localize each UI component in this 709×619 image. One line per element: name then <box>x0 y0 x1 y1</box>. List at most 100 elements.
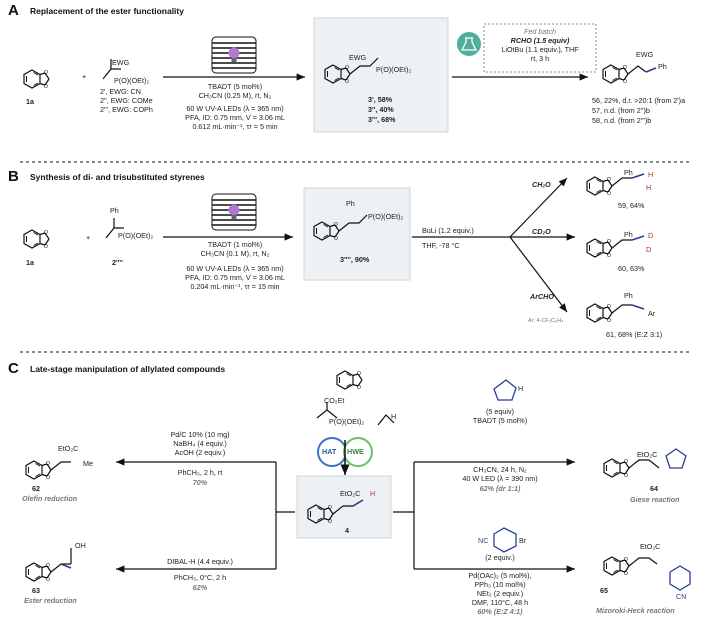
a-final-ph: Ph <box>658 62 667 71</box>
a-prod-yield-2: 3'', 40% <box>368 105 394 114</box>
benzodioxole-1a-a <box>23 69 50 91</box>
c-r65-cond1: Pd(OAc)₂ (5 mol%), <box>468 571 532 580</box>
b-base-cond: THF, -78 °C <box>422 241 460 250</box>
b-reagent-cd2o: CD₂O <box>532 227 551 236</box>
a-sm1-label: 1a <box>26 97 34 106</box>
c-r62-sub1: EtO₂C <box>58 444 79 453</box>
b-p61-label: 61, 68% (E:Z 3:1) <box>606 330 663 339</box>
b-plus: + <box>86 233 91 242</box>
c-r65-cond3: NEt₃ (2 equiv.) <box>476 589 524 598</box>
c-r65-type: Mizoroki-Heck reaction <box>596 606 675 615</box>
a-fed-reagent: RCHO (1.5 equiv) <box>510 36 570 45</box>
c-r65-nc: NC <box>478 536 489 545</box>
c-r63-label: 63 <box>32 586 40 595</box>
c-r62-line2: NaBH₄ (4 equiv.) <box>173 439 227 448</box>
c-r64-cond2: 40 W LED (λ = 390 nm) <box>462 474 538 483</box>
b-ar-def: Ar: 4-CF₃C₆H₄ <box>528 318 564 324</box>
c-r64-thf-h: H <box>518 384 524 393</box>
section-a-letter: A <box>8 2 19 19</box>
b-p59-ph: Ph <box>624 168 633 177</box>
b-vinyl-p: P(O)(OEt)₂ <box>118 231 154 240</box>
c-r65-sub1: EtO₂C <box>640 542 661 551</box>
c-r64-type: Giese reaction <box>630 495 680 504</box>
c-center-label: 4 <box>345 526 349 535</box>
a-prod-yield-3: 3''', 68% <box>368 115 396 124</box>
c-r62-sub2: Me <box>83 459 93 468</box>
b-p59-h2: H <box>646 183 652 192</box>
c-center-h: H <box>370 489 376 498</box>
c-r65-cn: CN <box>676 592 687 601</box>
c-r64-label: 64 <box>650 484 658 493</box>
b-cond-flow: 0.204 mL·min⁻¹, τr = 15 min <box>190 282 280 291</box>
b-cond-solvent: CH₃CN (0.1 M), rt, N₂ <box>200 249 270 258</box>
c-r65-br: Br <box>519 536 527 545</box>
c-r64-cond1: CH₃CN, 24 h, N₂ <box>473 465 527 474</box>
a-cond-led: 60 W UV-A LEDs (λ = 365 nm) <box>186 104 284 113</box>
b-p61-ph: Ph <box>624 291 633 300</box>
section-b-title: Synthesis of di- and trisubstituted styr… <box>30 172 205 182</box>
a-fed-base: LiOtBu (1.1 equiv.), THF <box>501 45 579 54</box>
a-ewg-3: 2''', EWG: COPh <box>100 105 153 114</box>
b-base: BuLi (1.2 equiv.) <box>422 226 474 235</box>
c-reagent-p: P(O)(OEt)₂ <box>329 417 365 426</box>
a-final-ewg: EWG <box>636 50 654 59</box>
c-r65-cond4: DMF, 110°C, 48 h <box>471 598 529 607</box>
section-c-title: Late-stage manipulation of allylated com… <box>30 364 226 374</box>
c-center-ester: EtO₂C <box>340 489 361 498</box>
c-r63-line1: DIBAL-H (4.4 equiv.) <box>167 557 233 566</box>
a-ewg-1: 2', EWG: CN <box>100 87 141 96</box>
a-cond-pfa: PFA, ID: 0.75 mm, V = 3.06 mL <box>185 113 285 122</box>
c-r65-label: 65 <box>600 586 608 595</box>
c-r62-line1: Pd/C 10% (10 mg) <box>170 430 230 439</box>
a-result-58: 58, n.d. (from 2''')b <box>592 116 652 125</box>
b-p59-label: 59, 64% <box>618 201 645 210</box>
a-cond-top: TBADT (5 mol%) <box>207 82 263 91</box>
a-prod-ewg: EWG <box>349 53 367 62</box>
c-r63-cond: PhCH₃, 0°C, 2 h <box>173 573 227 582</box>
section-c-letter: C <box>8 360 19 377</box>
c-r63-yield: 62% <box>192 583 208 592</box>
b-cond-led: 60 W UV-A LEDs (λ = 365 nm) <box>186 264 284 273</box>
b-cond-pfa: PFA, ID: 0.75 mm, V = 3.06 mL <box>185 273 285 282</box>
c-hat-badge: HAT <box>322 447 337 456</box>
c-r64-line1: (5 equiv) <box>486 407 514 416</box>
c-r62-type: Olefin reduction <box>22 494 78 503</box>
section-a-title: Replacement of the ester functionality <box>30 6 184 16</box>
b-p60-h1: D <box>648 231 654 240</box>
b-p60-h2: D <box>646 245 652 254</box>
a-fed-cond: rt, 3 h <box>530 54 550 63</box>
c-reagent-h: H <box>391 412 397 421</box>
a-result-57: 57, n.d. (from 2'')b <box>592 106 650 115</box>
c-r64-line2: TBADT (5 mol%) <box>472 416 528 425</box>
a-cond-flow: 0.612 mL·min⁻¹, τr = 5 min <box>192 122 278 131</box>
b-p59-h1: H <box>648 170 654 179</box>
a-cond-solvent: CH₃CN (0.25 M), rt, N₂ <box>198 91 272 100</box>
b-cond-top: TBADT (1 mol%) <box>207 240 263 249</box>
b-reagent-archo: ArCHO <box>530 292 554 301</box>
a-plus: + <box>82 72 87 81</box>
b-sm1-label: 1a <box>26 258 34 267</box>
c-r62-line3: AcOH (2 equiv.) <box>174 448 226 457</box>
b-p60-ph: Ph <box>624 230 633 239</box>
b-prod-yield: 3'''', 90% <box>340 255 370 264</box>
a-fed-batch: Fed batch <box>524 27 556 36</box>
c-r65-cond2: PPh₃ (10 mol%) <box>474 580 526 589</box>
a-ewg-2: 2'', EWG: COMe <box>100 96 153 105</box>
section-b-letter: B <box>8 168 19 185</box>
b-prod-p: P(O)(OEt)₂ <box>368 212 404 221</box>
a-prod-p: P(O)(OEt)₂ <box>376 65 412 74</box>
b-prod-ph: Ph <box>346 199 355 208</box>
c-r65-yield: 60% (E:Z 4:1) <box>477 607 523 616</box>
c-reagent-ester: CO₂Et <box>324 396 345 405</box>
c-r63-sub1: OH <box>75 541 86 550</box>
a-prod-yield-1: 3', 58% <box>368 95 393 104</box>
b-vinyl-ph: Ph <box>110 206 119 215</box>
c-r62-yield: 70% <box>192 478 208 487</box>
c-r64-yield: 62% (dr 1:1) <box>479 484 521 493</box>
c-hwe-badge: HWE <box>347 447 364 456</box>
a-vinyl-p: P(O)(OEt)₂ <box>114 76 150 85</box>
a-vinyl-ewg: EWG <box>112 58 130 67</box>
c-r62-cond: PhCH₃, 2 h, rt <box>177 468 223 477</box>
c-r62-label: 62 <box>32 484 40 493</box>
